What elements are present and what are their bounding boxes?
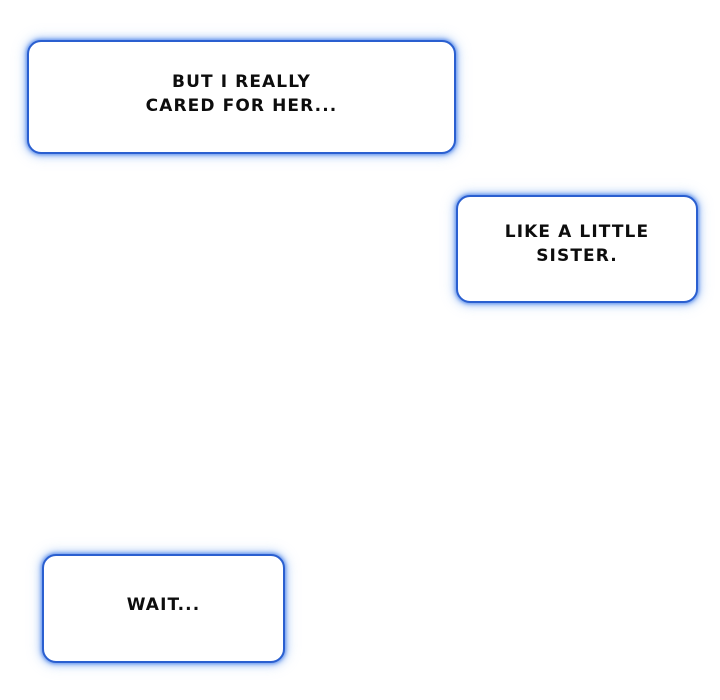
speech-bubble-3-text: WAIT... [126,594,201,615]
speech-bubble-2: LIKE A LITTLE SISTER. [456,195,698,303]
speech-bubble-1: BUT I REALLY CARED FOR HER... [27,40,456,154]
speech-bubble-3: WAIT... [42,554,285,663]
speech-bubble-2-text: LIKE A LITTLE SISTER. [504,222,650,266]
speech-bubble-1-text: BUT I REALLY CARED FOR HER... [145,72,338,116]
